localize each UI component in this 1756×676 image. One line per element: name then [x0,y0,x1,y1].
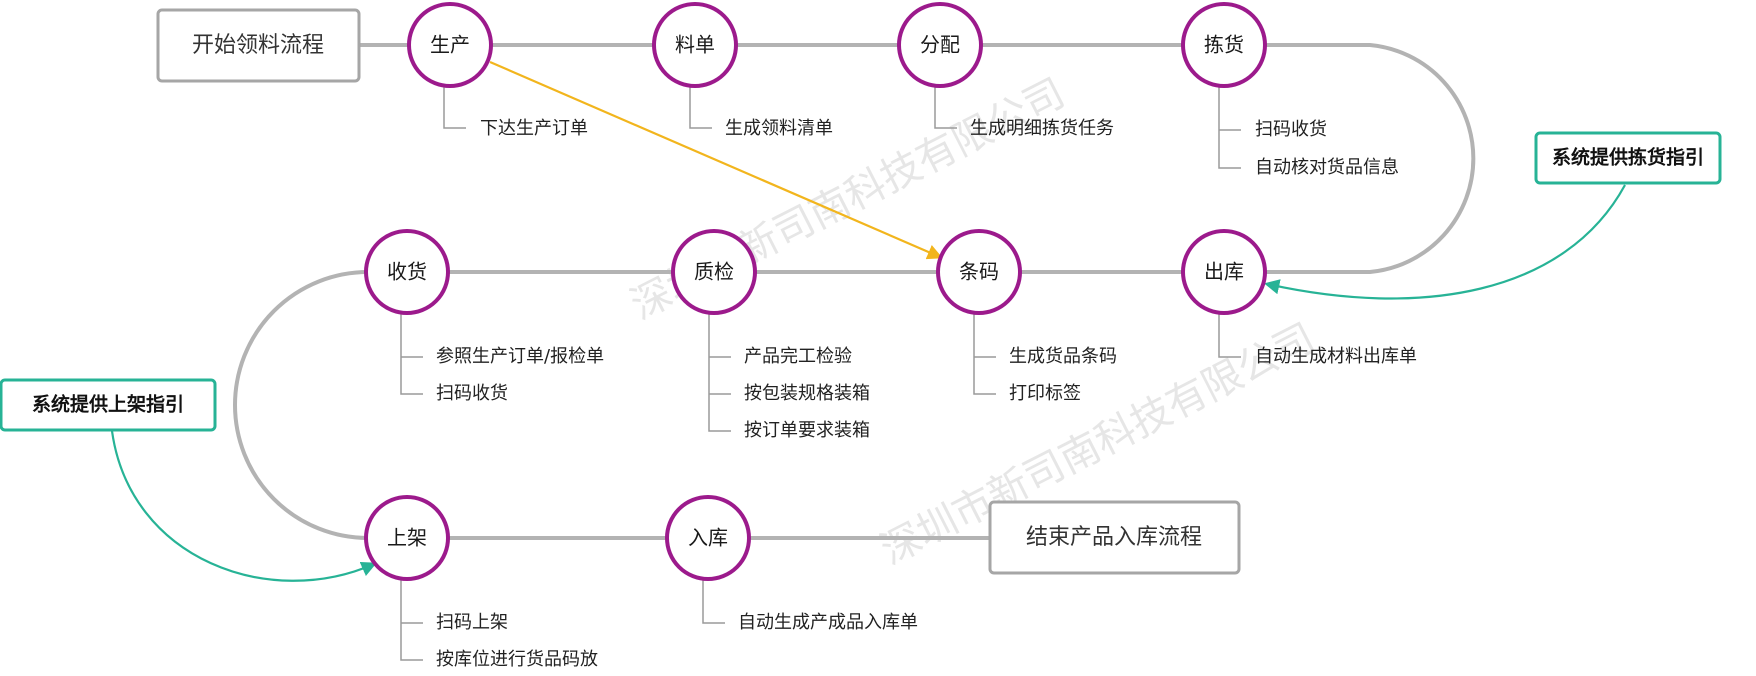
connector-bom [689,87,712,129]
end-box-frame [988,500,1241,575]
note-outbound-1: 自动生成材料出库单 [1255,346,1417,367]
connector-picking [1218,87,1241,169]
connector-production [443,87,466,129]
node-shelving-label: 上架 [387,526,427,550]
connector-allocate [934,87,957,129]
picking-guide-arrow [1263,184,1626,300]
note-picking-2: 自动核对货品信息 [1255,157,1399,178]
node-production: 生产 [407,2,493,88]
node-allocate: 分配 [897,2,983,88]
node-production-ring [407,2,493,88]
production-to-barcode-arrow [489,60,943,260]
node-allocate-ring [897,2,983,88]
end-box-label: 结束产品入库流程 [1026,525,1202,550]
node-shelving: 上架 [364,495,450,581]
note-inspection-2: 按包装规格装箱 [744,383,870,404]
node-bom-label: 料单 [675,33,715,57]
node-inspection: 质检 [671,229,757,315]
node-outbound-ring [1181,229,1267,315]
note-connectors [400,87,1241,661]
node-notes: 下达生产订单 生成领料清单 生成明细拣货任务 扫码收货 自动核对货品信息 自动生… [436,118,1417,670]
note-receiving-1: 参照生产订单/报检单 [436,346,604,367]
node-barcode-label: 条码 [959,260,999,284]
watermark: 深圳市新司南科技有限公司 深圳市新司南科技有限公司 [624,70,1323,574]
callout-picking-guide: 系统提供拣货指引 [1534,131,1722,185]
note-inspection-3: 按订单要求装箱 [744,420,870,441]
node-storage-label: 入库 [688,526,728,550]
node-barcode-ring [936,229,1022,315]
node-picking-ring [1181,2,1267,88]
shelving-guide-arrow [110,430,377,582]
node-allocate-label: 分配 [920,33,960,57]
flow-track [233,43,1476,540]
node-outbound: 出库 [1181,229,1267,315]
node-picking: 拣货 [1181,2,1267,88]
note-inspection-1: 产品完工检验 [744,346,852,367]
node-storage: 入库 [665,495,751,581]
node-receiving-label: 收货 [387,260,427,284]
node-shelving-ring [364,495,450,581]
node-receiving: 收货 [364,229,450,315]
note-picking-1: 扫码收货 [1255,119,1327,140]
start-box-frame [156,8,361,83]
note-barcode-2: 打印标签 [1009,383,1081,404]
start-box-label: 开始领料流程 [192,33,324,58]
node-barcode: 条码 [936,229,1022,315]
track-left-curve [233,270,369,540]
callout-picking-guide-label: 系统提供拣货指引 [1552,146,1704,169]
node-bom-ring [652,2,738,88]
callout-shelving-guide-label: 系统提供上架指引 [32,393,184,416]
connector-receiving [400,314,423,395]
note-storage-1: 自动生成产成品入库单 [738,612,918,633]
end-box: 结束产品入库流程 [988,500,1241,575]
connector-shelving [400,580,423,661]
note-barcode-1: 生成货品条码 [1009,346,1117,367]
track-right-curve [1262,43,1476,274]
connector-outbound [1218,314,1241,358]
callout-picking-guide-frame [1534,131,1722,185]
flow-nodes: 生产 料单 分配 拣货 出库 条码 质检 收货 [364,2,1267,581]
connector-storage [702,580,725,624]
note-shelving-1: 扫码上架 [436,612,508,633]
note-bom-1: 生成领料清单 [725,118,833,139]
node-storage-ring [665,495,751,581]
start-box: 开始领料流程 [156,8,361,83]
node-inspection-label: 质检 [694,260,734,284]
note-allocate-1: 生成明细拣货任务 [970,118,1114,139]
node-picking-label: 拣货 [1204,33,1244,57]
node-inspection-ring [671,229,757,315]
note-receiving-2: 扫码收货 [436,383,508,404]
connector-inspection [708,314,731,432]
node-production-label: 生产 [430,33,470,57]
note-production-1: 下达生产订单 [480,118,588,139]
node-receiving-ring [364,229,450,315]
callout-shelving-guide-frame [0,378,217,432]
note-shelving-2: 按库位进行货品码放 [436,649,598,670]
connector-barcode [973,314,996,395]
node-bom: 料单 [652,2,738,88]
node-outbound-label: 出库 [1204,260,1244,284]
callout-shelving-guide: 系统提供上架指引 [0,378,217,432]
